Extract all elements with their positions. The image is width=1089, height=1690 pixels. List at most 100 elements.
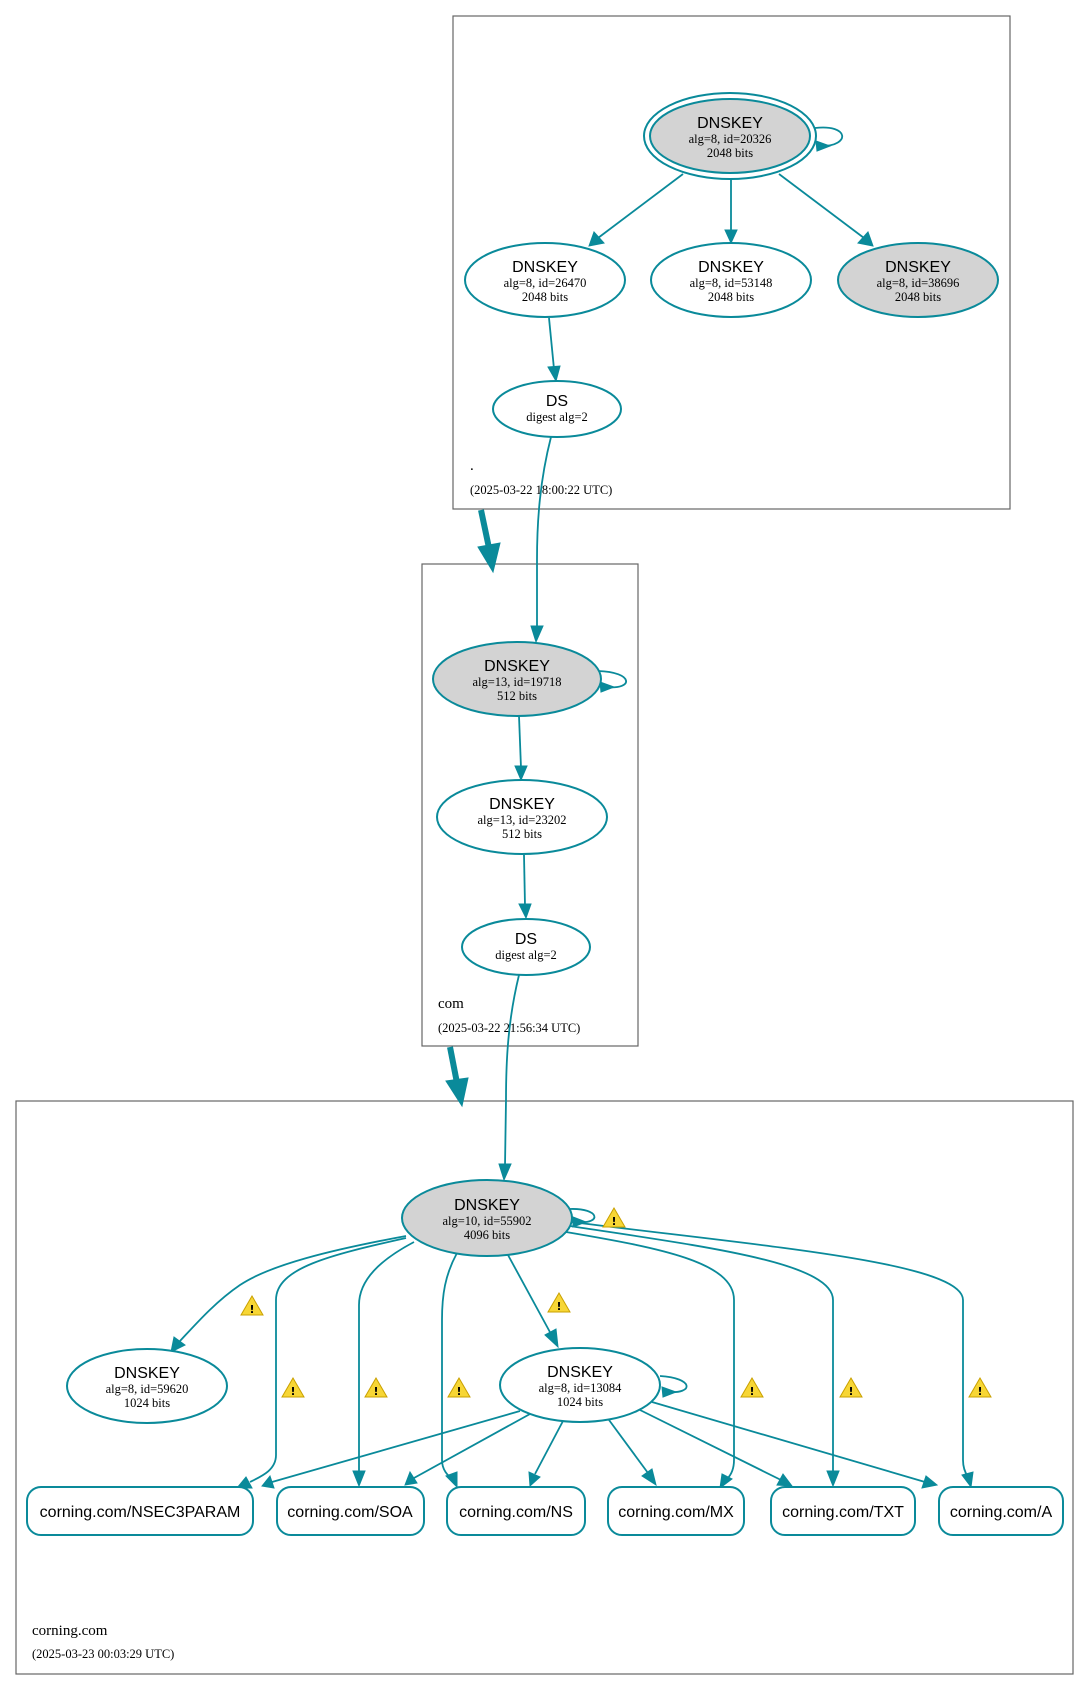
svg-text:!: ! <box>373 1385 378 1398</box>
edge-corning-ksk-txt <box>569 1225 840 1488</box>
svg-text:DNSKEY: DNSKEY <box>547 1364 613 1381</box>
svg-text:alg=13, id=19718: alg=13, id=19718 <box>472 675 561 689</box>
svg-text:digest alg=2: digest alg=2 <box>495 948 557 962</box>
svg-text:corning.com/SOA: corning.com/SOA <box>287 1504 413 1521</box>
svg-text:DNSKEY: DNSKEY <box>454 1197 520 1214</box>
edge-corning-ksk-key3 <box>507 1254 559 1349</box>
edge-key3-nsec3param <box>261 1410 521 1489</box>
edge-com-zsk-ds <box>518 854 532 920</box>
svg-text:alg=8, id=26470: alg=8, id=26470 <box>504 276 587 290</box>
svg-text:alg=8, id=53148: alg=8, id=53148 <box>690 276 773 290</box>
node-dnskey-19718[interactable]: DNSKEY alg=13, id=19718 512 bits <box>432 641 602 717</box>
warning-icon[interactable]: ! <box>839 1377 863 1398</box>
svg-text:512 bits: 512 bits <box>497 689 537 703</box>
edge-corning-ksk-key2 <box>170 1235 407 1353</box>
svg-text:!: ! <box>249 1303 254 1316</box>
delegation-arrow-root-com <box>477 509 501 574</box>
edge-root-zsk1-ds <box>547 317 561 383</box>
record-nsec3param[interactable]: corning.com/NSEC3PARAM <box>26 1486 254 1536</box>
record-a[interactable]: corning.com/A <box>938 1486 1064 1536</box>
zone-root <box>452 15 1011 510</box>
edge-key3-txt <box>639 1409 794 1487</box>
svg-text:!: ! <box>749 1385 754 1398</box>
edge-corning-ksk-mx <box>565 1231 735 1490</box>
record-ns[interactable]: corning.com/NS <box>446 1486 586 1536</box>
svg-text:!: ! <box>848 1385 853 1398</box>
svg-text:DNSKEY: DNSKEY <box>697 115 763 132</box>
node-dnskey-53148[interactable]: DNSKEY alg=8, id=53148 2048 bits <box>650 242 812 318</box>
svg-text:!: ! <box>977 1385 982 1398</box>
edge-key3-mx <box>608 1419 657 1487</box>
edge-key3-soa <box>404 1413 531 1486</box>
svg-text:2048 bits: 2048 bits <box>708 290 754 304</box>
edge-corning-ksk-ns <box>441 1252 458 1489</box>
node-dnskey-20326[interactable]: DNSKEY alg=8, id=20326 2048 bits <box>643 92 817 180</box>
svg-text:!: ! <box>456 1385 461 1398</box>
edge-corning-ksk-a <box>571 1221 974 1489</box>
edge-com-ksk-self <box>597 670 627 693</box>
node-dnskey-26470[interactable]: DNSKEY alg=8, id=26470 2048 bits <box>464 242 626 318</box>
svg-text:corning.com/NSEC3PARAM: corning.com/NSEC3PARAM <box>40 1504 241 1521</box>
edge-key3-a <box>651 1401 939 1489</box>
warning-icon[interactable]: ! <box>547 1292 571 1313</box>
svg-text:!: ! <box>290 1385 295 1398</box>
node-dnskey-59620[interactable]: DNSKEY alg=8, id=59620 1024 bits <box>66 1348 228 1424</box>
warning-icon[interactable]: ! <box>364 1377 388 1398</box>
edge-root-ksk-ksk2 <box>778 173 874 247</box>
svg-text:alg=13, id=23202: alg=13, id=23202 <box>477 813 566 827</box>
edge-corning-ksk-soa <box>352 1241 415 1488</box>
record-mx[interactable]: corning.com/MX <box>607 1486 745 1536</box>
svg-text:alg=8, id=38696: alg=8, id=38696 <box>877 276 960 290</box>
svg-text:DNSKEY: DNSKEY <box>489 796 555 813</box>
svg-text:alg=8, id=20326: alg=8, id=20326 <box>689 132 772 146</box>
warning-icon[interactable]: ! <box>602 1207 626 1228</box>
node-dnskey-55902[interactable]: DNSKEY alg=10, id=55902 4096 bits <box>401 1179 573 1257</box>
zone-corning-label: corning.com <box>32 1623 108 1639</box>
edge-com-ksk-zsk <box>514 715 528 782</box>
svg-text:2048 bits: 2048 bits <box>895 290 941 304</box>
node-dnskey-23202[interactable]: DNSKEY alg=13, id=23202 512 bits <box>436 779 608 855</box>
warning-icon[interactable]: ! <box>240 1295 264 1316</box>
svg-text:DS: DS <box>546 393 568 410</box>
warning-icon[interactable]: ! <box>447 1377 471 1398</box>
svg-text:DNSKEY: DNSKEY <box>512 259 578 276</box>
node-dnskey-38696[interactable]: DNSKEY alg=8, id=38696 2048 bits <box>837 242 999 318</box>
edge-root-ksk-zsk1 <box>588 173 684 247</box>
svg-text:2048 bits: 2048 bits <box>707 146 753 160</box>
svg-text:512 bits: 512 bits <box>502 827 542 841</box>
node-dnskey-13084[interactable]: DNSKEY alg=8, id=13084 1024 bits <box>499 1347 661 1423</box>
svg-text:digest alg=2: digest alg=2 <box>526 410 588 424</box>
node-ds-com[interactable]: DS digest alg=2 <box>461 918 591 976</box>
edge-root-ksk-self <box>814 126 844 152</box>
zone-com <box>421 563 639 1047</box>
zone-com-label: com <box>438 996 464 1012</box>
svg-text:corning.com/MX: corning.com/MX <box>618 1504 734 1521</box>
svg-text:corning.com/A: corning.com/A <box>950 1504 1053 1521</box>
delegation-arrow-com-corning <box>445 1046 469 1108</box>
edge-key3-ns <box>528 1420 564 1488</box>
zone-corning <box>15 1100 1074 1675</box>
record-txt[interactable]: corning.com/TXT <box>770 1486 916 1536</box>
edge-key3-self <box>659 1375 688 1398</box>
warning-icon[interactable]: ! <box>281 1377 305 1398</box>
svg-text:1024 bits: 1024 bits <box>557 1395 603 1409</box>
svg-text:DNSKEY: DNSKEY <box>885 259 951 276</box>
warning-icon[interactable]: ! <box>740 1377 764 1398</box>
record-soa[interactable]: corning.com/SOA <box>276 1486 425 1536</box>
node-ds-root[interactable]: DS digest alg=2 <box>492 380 622 438</box>
zone-root-label: . <box>470 458 474 474</box>
svg-text:2048 bits: 2048 bits <box>522 290 568 304</box>
svg-text:DS: DS <box>515 931 537 948</box>
svg-text:corning.com/TXT: corning.com/TXT <box>782 1504 904 1521</box>
svg-text:!: ! <box>611 1215 616 1228</box>
svg-text:corning.com/NS: corning.com/NS <box>459 1504 573 1521</box>
svg-text:1024 bits: 1024 bits <box>124 1396 170 1410</box>
svg-text:4096 bits: 4096 bits <box>464 1228 510 1242</box>
edge-com-ds-corning-ksk <box>498 974 520 1182</box>
edge-root-ds-com-ksk <box>530 436 552 644</box>
svg-text:DNSKEY: DNSKEY <box>484 658 550 675</box>
svg-text:DNSKEY: DNSKEY <box>114 1365 180 1382</box>
svg-text:DNSKEY: DNSKEY <box>698 259 764 276</box>
warning-icon[interactable]: ! <box>968 1377 992 1398</box>
